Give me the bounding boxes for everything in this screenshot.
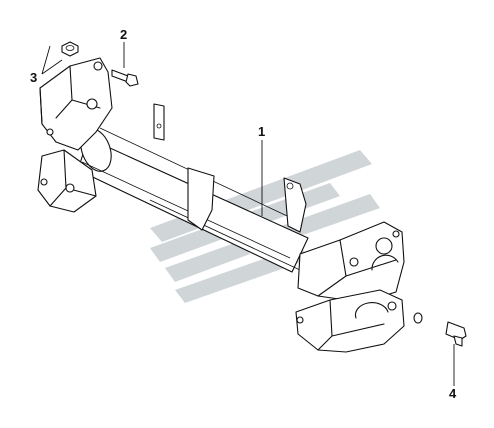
right-lower-bracket [295,289,405,353]
leader-lines [41,42,455,386]
callout-3: 3 [30,70,37,85]
right-bracket [297,221,405,301]
callout-4: 4 [449,386,457,401]
nut-part-3 [61,41,79,57]
bolt-part-2 [111,69,139,87]
bolt-part-4 [413,312,467,347]
left-lower-bracket [37,149,97,213]
callout-1: 1 [258,124,265,139]
left-upper-bracket [39,57,113,151]
callout-2: 2 [120,27,127,42]
tab-brackets [153,103,307,233]
